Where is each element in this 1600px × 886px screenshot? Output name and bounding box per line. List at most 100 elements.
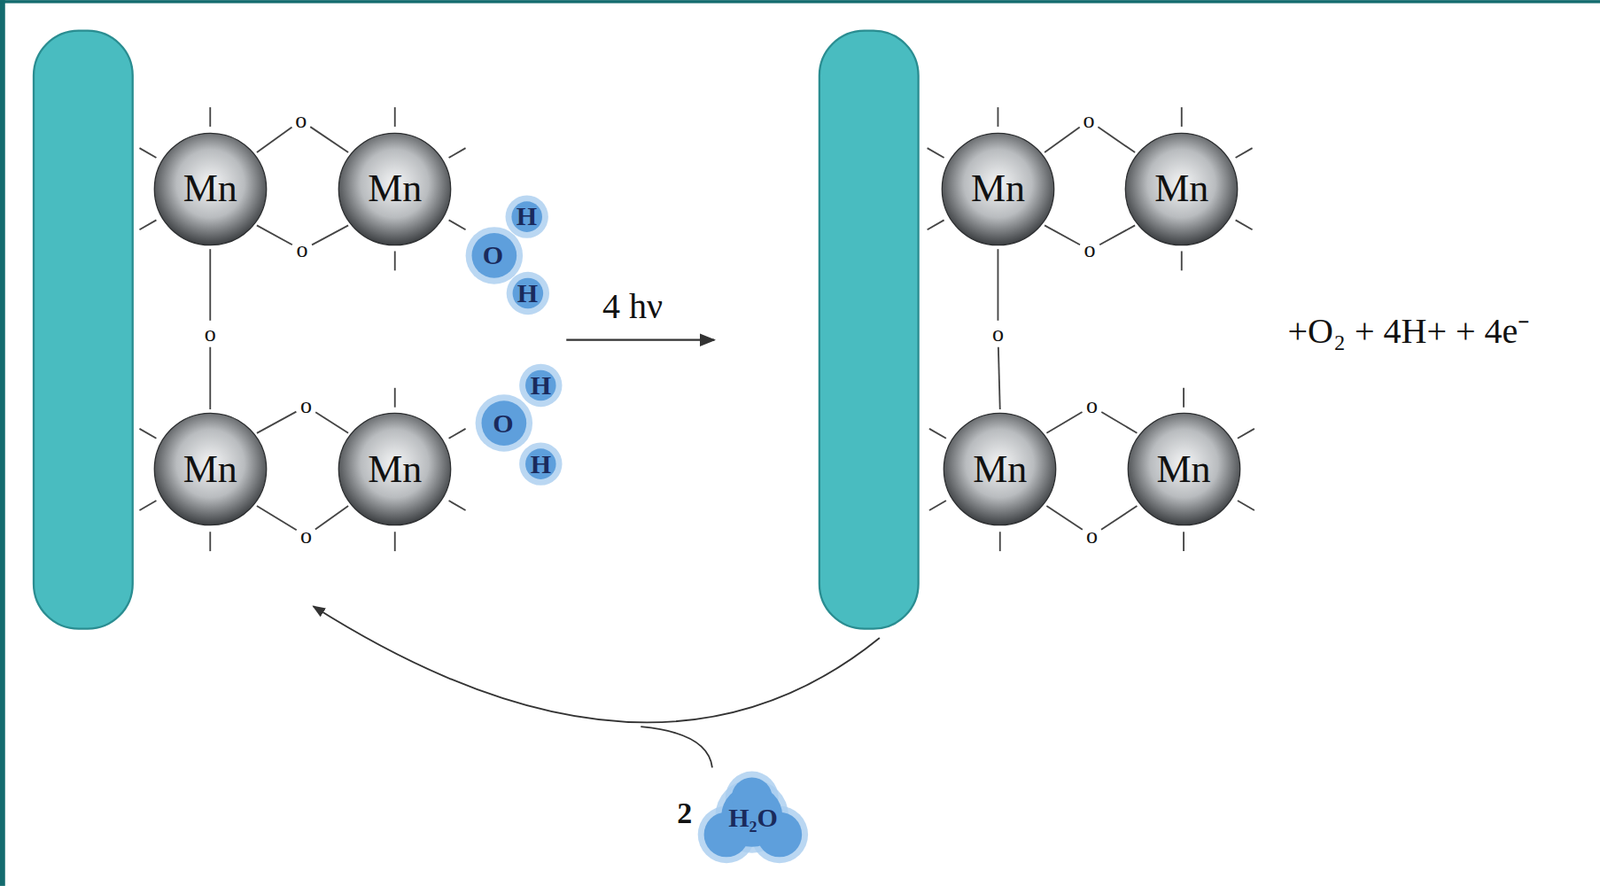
oxygen-bridge: o: [300, 394, 312, 418]
manganese-atom: Mn: [153, 132, 268, 247]
oxygen-bridge: o: [1084, 238, 1096, 262]
atom-symbol: Mn: [972, 450, 1027, 490]
water-blob: [511, 201, 543, 233]
water-glow: [465, 226, 522, 284]
oxygen-bridge: o: [204, 322, 217, 346]
atom-symbol: H₂O: [728, 804, 778, 832]
ligand-stub: [1235, 147, 1253, 158]
bridge-bond: [256, 411, 296, 434]
frame-edge: [0, 0, 6, 886]
water-blob: [525, 449, 557, 481]
ligand-stub: [1235, 219, 1253, 230]
photon-label: 4 hν: [602, 288, 663, 325]
ligand-stub: [929, 428, 947, 439]
atom-symbol: Mn: [367, 450, 422, 490]
manganese-atom: Mn: [337, 411, 452, 527]
atom-symbol: Mn: [1157, 450, 1212, 490]
bridge-bond: [1097, 126, 1135, 153]
manganese-atom: Mn: [153, 411, 268, 527]
protein-band: [33, 31, 133, 630]
oxygen-bridge: o: [1086, 524, 1098, 548]
stoichiometry-number: 2: [676, 798, 692, 829]
atom-symbol: H: [530, 372, 552, 399]
ligand-stub: [394, 531, 397, 552]
ligand-stub: [139, 219, 156, 230]
bridge-bond: [256, 126, 293, 153]
ligand-stub: [927, 147, 945, 158]
bridge-bond: [310, 126, 349, 153]
oxygen-bridge: o: [1086, 394, 1098, 418]
ligand-stub: [997, 107, 1000, 127]
manganese-atom: Mn: [940, 132, 1056, 247]
oxygen-bridge: o: [300, 524, 312, 548]
atom-symbol: H: [516, 202, 537, 230]
ligand-stub: [209, 107, 211, 127]
atom-symbol: O: [482, 241, 504, 269]
ligand-stub: [1182, 388, 1185, 408]
bridge-bond: [1099, 225, 1135, 245]
bond-lines: [139, 107, 1254, 552]
manganese-atom: Mn: [942, 411, 1057, 527]
atom-symbol: Mn: [183, 169, 238, 209]
frame-edge: [0, 0, 1600, 3]
protein-band: [819, 31, 919, 630]
water-glow: [519, 442, 562, 486]
ligand-stub: [1180, 107, 1183, 127]
bridge-bond: [1101, 505, 1137, 530]
bridge-bond: [1046, 505, 1082, 530]
ligand-stub: [449, 500, 467, 511]
water-molecule: H₂O: [699, 767, 813, 874]
water-molecule: HOH: [461, 192, 560, 319]
bridge-bond: [1046, 411, 1082, 434]
atom-symbol: H: [517, 279, 538, 307]
bridge-bond: [998, 347, 1001, 410]
ligand-stub: [139, 500, 156, 511]
water-molecule: HOH: [471, 358, 570, 490]
bridge-bond: [256, 225, 293, 245]
water-glow: [505, 271, 549, 314]
ligand-stub: [1237, 500, 1255, 511]
ligand-stub: [927, 219, 945, 230]
atom-sphere: [1127, 413, 1240, 526]
water-blob: [512, 277, 544, 309]
oxygen-bridge: o: [295, 238, 308, 262]
ligand-stub: [929, 500, 947, 511]
atom-sphere: [154, 413, 266, 526]
atom-sphere: [1126, 132, 1238, 245]
atom-symbol: Mn: [1154, 169, 1209, 209]
atom-sphere: [154, 132, 266, 245]
ligand-stub: [1237, 428, 1255, 439]
product-equation: +O₂ + 4H+ + 4e⁻: [1288, 313, 1531, 350]
ligand-stub: [139, 147, 156, 158]
atom-symbol: O: [492, 410, 513, 437]
ligand-stub: [209, 531, 211, 552]
atom-sphere: [944, 413, 1057, 526]
cycle-arrow: [313, 605, 880, 723]
bridge-bond: [256, 505, 297, 530]
ligand-stub: [449, 219, 467, 230]
oxygen-bridge: o: [992, 322, 1004, 346]
ligand-stub: [139, 428, 156, 439]
ligand-stub: [1180, 250, 1183, 271]
bridge-bond: [1044, 126, 1080, 153]
ligand-stub: [449, 147, 467, 158]
water-blob: [525, 370, 557, 402]
atom-sphere: [339, 132, 451, 245]
water-glow: [519, 364, 562, 407]
bridge-bond: [209, 347, 211, 410]
bridge-bond: [1044, 225, 1080, 245]
water-glow: [504, 194, 548, 238]
bridge-bond: [1101, 411, 1137, 434]
bridge-bond: [315, 411, 349, 433]
atom-sphere: [339, 413, 451, 526]
water-glow: [475, 395, 533, 452]
manganese-atom: Mn: [337, 132, 452, 247]
water-blob: [471, 233, 517, 279]
ligand-stub: [394, 388, 397, 408]
manganese-atom: Mn: [1126, 411, 1242, 527]
water-input-line: [640, 726, 713, 768]
oxygen-bridge: o: [295, 108, 307, 133]
ligand-stub: [1182, 531, 1185, 552]
reaction-arrow: [566, 339, 715, 342]
